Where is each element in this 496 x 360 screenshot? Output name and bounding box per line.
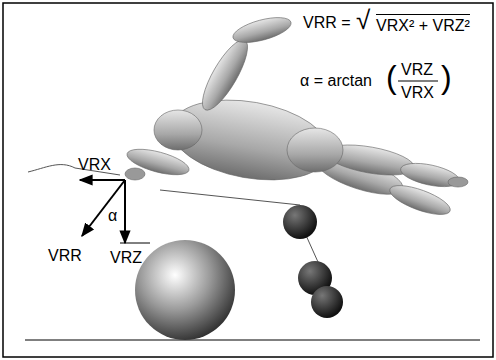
- vector-label: VRR: [48, 247, 82, 265]
- angle-label: α: [108, 207, 117, 225]
- swimmer-figure: [125, 13, 468, 221]
- vector-arrow: [124, 180, 126, 243]
- dark-ball: [311, 286, 343, 318]
- large-ball: [135, 240, 235, 340]
- paren: (: [386, 60, 397, 95]
- floor-line: [25, 340, 480, 341]
- paren: ): [441, 60, 452, 95]
- dark-ball: [283, 205, 317, 239]
- formula-radicand: VRX² + VRZ²: [376, 14, 470, 35]
- fraction-numerator: VRZ: [401, 61, 433, 79]
- vector-arrow: [82, 180, 125, 236]
- formula-text: VRR =: [303, 14, 351, 32]
- vector-label: VRX: [78, 156, 111, 174]
- vector-arrow: [80, 179, 125, 181]
- frame: [3, 3, 493, 357]
- baseline-tick: [120, 243, 150, 244]
- vector-label: VRZ: [110, 249, 142, 267]
- fraction-bar: [398, 80, 438, 81]
- formula-text: α = arctan: [300, 72, 372, 90]
- root-sign: √: [356, 6, 370, 35]
- fraction-denominator: VRX: [401, 84, 434, 102]
